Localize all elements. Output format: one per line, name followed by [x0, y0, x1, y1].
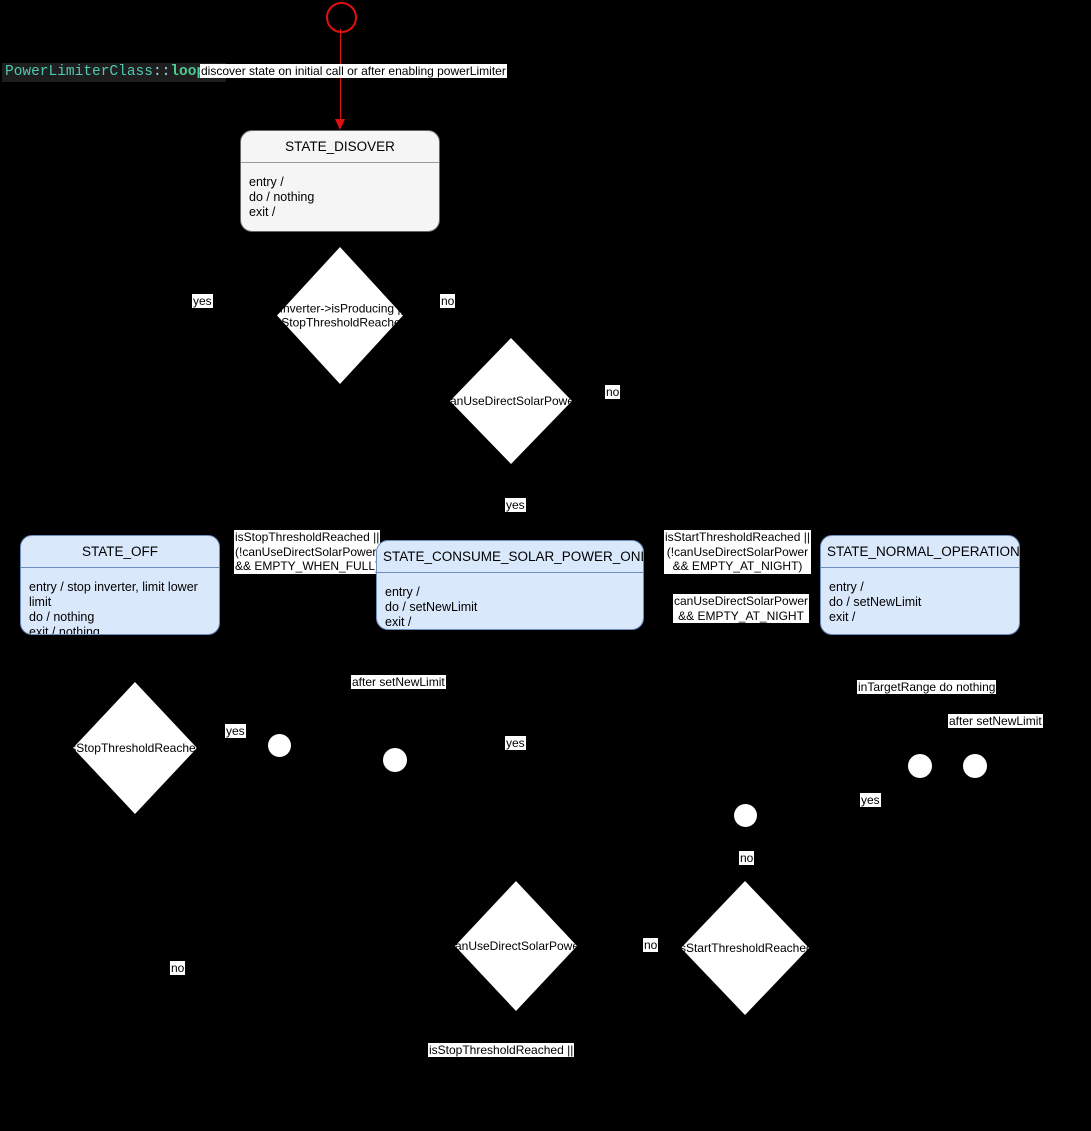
- state-separator: [377, 572, 643, 573]
- state-do-line: do / nothing: [249, 190, 315, 204]
- label-after-setnewlimit-2: after setNewLimit: [948, 714, 1043, 728]
- decision-label: !Inverter->isProducing || isStopThreshol…: [272, 301, 408, 330]
- label-guard-can-use-empty-at-night: canUseDirectSolarPower && EMPTY_AT_NIGHT: [673, 594, 810, 623]
- state-entry-line: entry /: [385, 585, 420, 599]
- state-separator: [821, 567, 1019, 568]
- junction-3[interactable]: [734, 804, 757, 827]
- state-box-state-normal-operation[interactable]: STATE_NORMAL_OPERATION entry /do / setNe…: [820, 535, 1020, 635]
- state-title-state-normal-operation: STATE_NORMAL_OPERATION: [827, 544, 1020, 559]
- state-separator: [21, 567, 219, 568]
- label-no-5: no: [643, 938, 659, 952]
- state-exit-line: exit /: [829, 610, 856, 624]
- state-exit-line: exit /: [249, 205, 276, 219]
- label-yes-3: yes: [225, 724, 246, 738]
- title-scope-operator: ::: [152, 64, 171, 80]
- label-in-target-range: inTargetRange do nothing: [857, 680, 997, 694]
- label-yes-2: yes: [505, 498, 526, 512]
- label-guard-start-empty-at-night: isStartThresholdReached || (!canUseDirec…: [664, 530, 811, 574]
- start-transition-label: discover state on initial call or after …: [200, 64, 507, 78]
- label-no-1: no: [440, 294, 456, 308]
- title-class-name: PowerLimiterClass: [5, 64, 153, 80]
- state-entry-line: entry / stop inverter, limit lower limit: [29, 580, 198, 609]
- label-no-4: no: [739, 851, 755, 865]
- decision-label: canUseDirectSolarPower: [443, 393, 579, 408]
- junction-5[interactable]: [963, 754, 987, 778]
- state-do-line: do / setNewLimit: [385, 600, 478, 614]
- state-entry-line: entry /: [829, 580, 864, 594]
- junction-1[interactable]: [268, 734, 291, 757]
- state-body-state-off: entry / stop inverter, limit lower limit…: [21, 568, 219, 635]
- state-title-state-consume-solar-power-only: STATE_CONSUME_SOLAR_POWER_ONLY: [383, 549, 644, 564]
- diagram-title-code-label: PowerLimiterClass::loop(): [2, 63, 226, 82]
- state-separator: [241, 162, 439, 163]
- state-entry-line: entry /: [249, 175, 284, 189]
- start-node-icon: [326, 2, 357, 33]
- decision-label: isStopThresholdReached: [67, 740, 203, 755]
- decision-label: isStartThresholdReached: [677, 940, 813, 955]
- decision-is-start-threshold-reached[interactable]: isStartThresholdReached: [677, 881, 813, 1015]
- state-do-line: do / setNewLimit: [829, 595, 922, 609]
- junction-2[interactable]: [383, 748, 407, 772]
- label-no-3: no: [170, 961, 186, 975]
- start-transition-arrowhead: [334, 119, 345, 130]
- decision-producing-or-stop-threshold[interactable]: !Inverter->isProducing || isStopThreshol…: [273, 247, 407, 384]
- label-yes-1: yes: [192, 294, 213, 308]
- junction-4[interactable]: [908, 754, 932, 778]
- decision-is-stop-threshold-reached[interactable]: isStopThresholdReached: [68, 682, 202, 814]
- label-after-setnewlimit-1: after setNewLimit: [351, 675, 446, 689]
- label-guard-stop-threshold-bottom: isStopThresholdReached ||: [428, 1043, 575, 1057]
- label-yes-5: yes: [860, 793, 881, 807]
- state-box-state-off[interactable]: STATE_OFF entry / stop inverter, limit l…: [20, 535, 220, 635]
- state-box-state-consume-solar-power-only[interactable]: STATE_CONSUME_SOLAR_POWER_ONLY entry /do…: [376, 540, 644, 630]
- decision-label: canUseDirectSolarPower: [448, 938, 584, 953]
- state-exit-line: exit /: [385, 615, 412, 629]
- state-do-line: do / nothing: [29, 610, 95, 624]
- label-yes-4: yes: [505, 736, 526, 750]
- label-no-2: no: [605, 385, 621, 399]
- decision-can-use-direct-solar-power-top[interactable]: canUseDirectSolarPower: [444, 338, 578, 464]
- state-exit-line: exit / nothing: [29, 625, 100, 635]
- decision-can-use-direct-solar-power-bottom[interactable]: canUseDirectSolarPower: [449, 881, 583, 1011]
- state-title-state-off: STATE_OFF: [81, 544, 158, 559]
- state-title-state-discover: STATE_DISOVER: [285, 139, 395, 154]
- label-guard-stop-empty-when-full: isStopThresholdReached || (!canUseDirect…: [234, 530, 381, 574]
